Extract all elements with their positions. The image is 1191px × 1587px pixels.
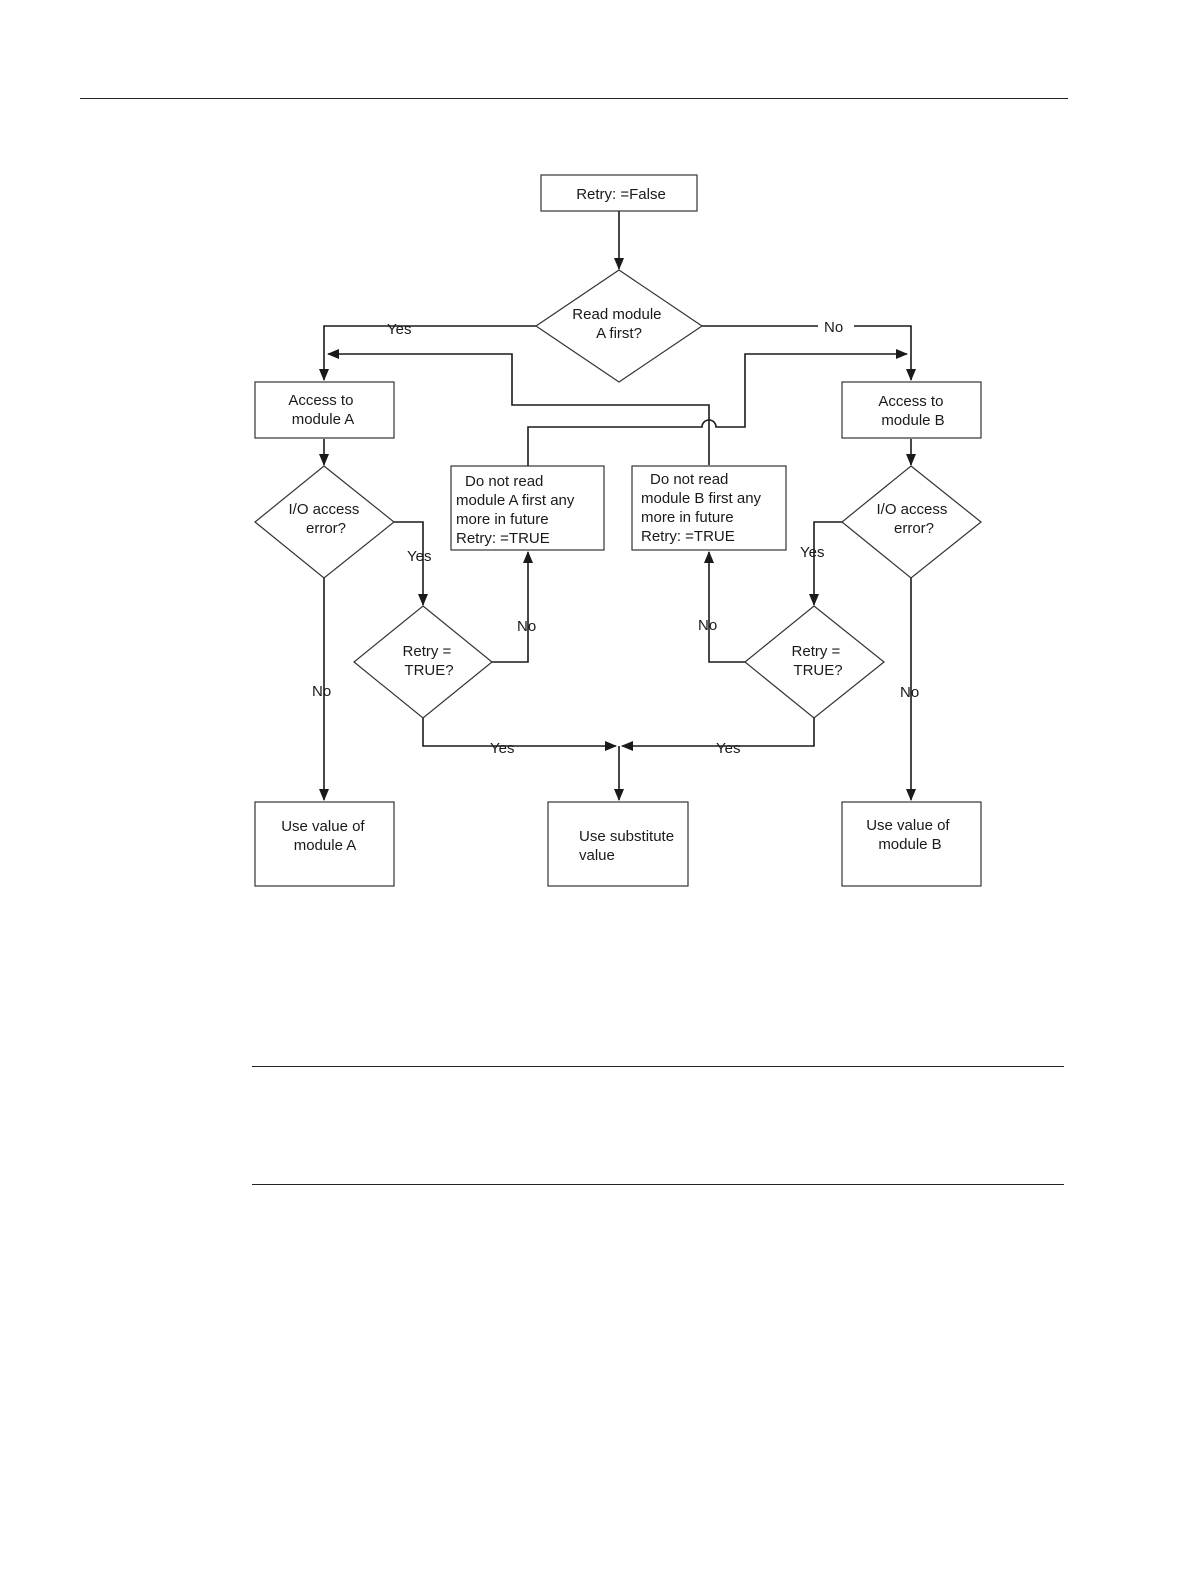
top-rule [80, 98, 1068, 99]
node-io-error-b-diamond [841, 465, 982, 579]
edge-retry-a-yes-to-join [422, 718, 617, 751]
label-no-io-a: No [312, 683, 331, 700]
label-no-retry-a: No [517, 618, 536, 635]
node-access-a-box [254, 381, 395, 439]
node-access-b: Access to module B [878, 393, 947, 429]
note-rule-bottom [252, 1184, 1064, 1185]
edge-io-b-yes-to-retry-b [809, 521, 842, 606]
node-retry-false-box [540, 174, 698, 212]
edge-dont-read-a-to-access-b [527, 349, 908, 466]
edge-yes-to-access-a [319, 325, 536, 381]
node-retry-true-b-diamond [744, 605, 885, 719]
node-dont-read-b: Do not read module B first any more in f… [641, 471, 765, 545]
node-use-value-a: Use value of module A [281, 818, 369, 854]
node-dont-read-a-box [450, 465, 605, 551]
label-no-top: No [824, 319, 843, 336]
edge-dont-read-b-to-access-a [327, 349, 710, 465]
node-retry-true-a-diamond [353, 605, 493, 719]
node-io-error-b: I/O access error? [876, 501, 951, 537]
edge-retry-b-no-to-dont-read-b [704, 551, 745, 663]
node-access-a: Access to module A [288, 392, 357, 428]
label-yes-retry-a: Yes [490, 740, 514, 757]
node-dont-read-a: Do not read module A first any more in f… [456, 473, 579, 547]
node-retry-true-a: Retry = TRUE? [403, 643, 456, 679]
edge-retry-a-no-to-dont-read-a [492, 551, 533, 663]
node-io-error-a-diamond [254, 465, 395, 579]
node-use-value-b: Use value of module B [866, 817, 954, 853]
node-retry-false: Retry: =False [576, 186, 666, 203]
node-retry-true-b: Retry = TRUE? [792, 643, 845, 679]
note-rule-top [252, 1066, 1064, 1067]
label-yes-top: Yes [387, 321, 411, 338]
node-read-a-first: Read module A first? [572, 306, 665, 342]
node-use-substitute: Use substitute value [579, 828, 678, 864]
node-use-value-b-box [841, 801, 982, 887]
node-read-a-first-diamond [534, 269, 704, 383]
label-yes-io-b: Yes [800, 544, 824, 561]
label-no-io-b: No [900, 684, 919, 701]
label-no-retry-b: No [698, 617, 717, 634]
edge-no-to-access-b-2 [854, 325, 916, 381]
node-io-error-a: I/O access error? [288, 501, 363, 537]
node-access-b-box [841, 381, 982, 439]
edge-io-a-yes-to-retry-a [394, 521, 428, 606]
label-yes-io-a: Yes [407, 548, 431, 565]
edge-retry-b-yes-to-join [621, 718, 815, 751]
node-use-value-a-box [254, 801, 395, 887]
node-use-substitute-box [547, 801, 689, 887]
node-dont-read-b-box [631, 465, 787, 551]
label-yes-retry-b: Yes [716, 740, 740, 757]
